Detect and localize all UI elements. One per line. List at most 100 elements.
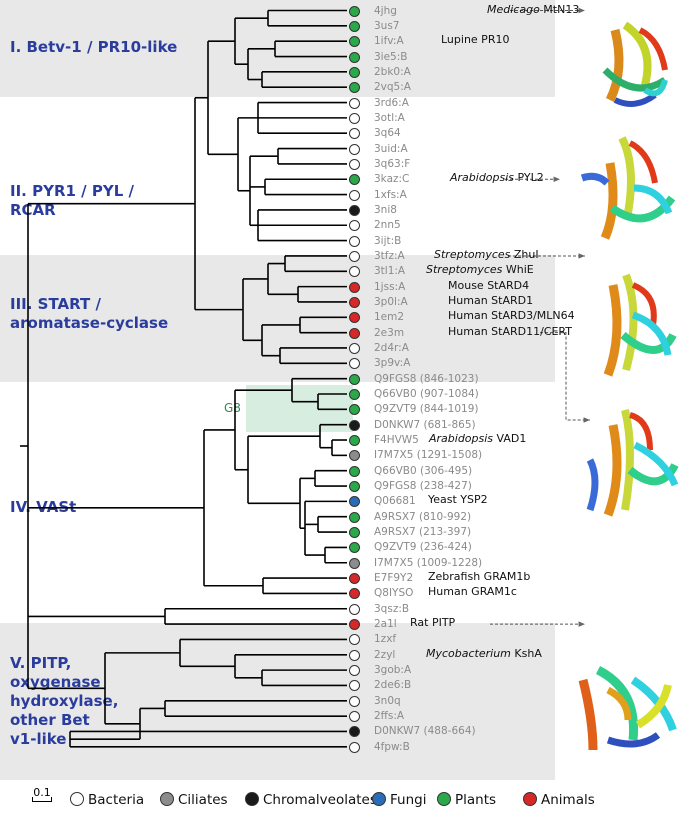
organism-dot (349, 189, 360, 201)
leaf-code: Q9ZVT9 (236-424) (374, 541, 472, 554)
leaf-description: Arabidopsis VAD1 (429, 432, 526, 446)
band-group-3 (0, 255, 555, 382)
legend-label: Bacteria (88, 792, 145, 808)
leaf-code: 2bk0:A (374, 65, 411, 78)
leaf-code: 2d4r:A (374, 341, 409, 354)
arrow-cert (540, 332, 590, 421)
leaf-code: Q9ZVT9 (844-1019) (374, 403, 479, 416)
leaf-description-text: Human StARD11/CERT (448, 324, 572, 338)
leaf-description-italic: Streptomyces (434, 247, 511, 261)
legend-dot (437, 792, 451, 806)
leaf-code: E7F9Y2 (374, 572, 414, 585)
organism-dot (349, 557, 360, 569)
arrow-mtn13-head (578, 7, 585, 14)
legend-label: Plants (455, 792, 497, 808)
leaf-description-text: Human GRAM1c (428, 585, 517, 599)
group-label-pitp: V. PITP, oxygenase hydroxylase, other Be… (10, 654, 119, 748)
leaf-description-text: Zebrafish GRAM1b (428, 570, 531, 584)
organism-dot (349, 204, 360, 216)
organism-dot (349, 174, 360, 186)
leaf-description-text: KshA (510, 646, 542, 660)
leaf-description-text: VAD1 (493, 432, 527, 446)
leaf-description-text: MtN13 (539, 2, 580, 16)
legend-label: Fungi (390, 792, 427, 808)
leaf-code: 3qsz:B (374, 602, 410, 615)
leaf-description: Arabidopsis PYL2 (450, 171, 544, 185)
leaf-code: 2de6:B (374, 679, 412, 692)
leaf-description: Yeast YSP2 (428, 493, 488, 507)
legend-dot (160, 792, 174, 806)
organism-dot (349, 542, 360, 554)
leaf-code: 4fpw:B (374, 740, 410, 753)
group-label-start: III. START / aromatase-cyclase (10, 295, 169, 332)
organism-dot (349, 634, 360, 646)
organism-dot (349, 327, 360, 339)
legend-dot (70, 792, 84, 806)
leaf-description-text: Human StARD1 (448, 293, 534, 307)
leaf-code: 3q63:F (374, 157, 411, 170)
leaf-code: 3kaz:C (374, 173, 410, 186)
leaf-description: Streptomyces ZhuI (434, 248, 539, 262)
leaf-code: 3n0q (374, 694, 401, 707)
legend-dot (245, 792, 259, 806)
organism-dot (349, 435, 360, 447)
leaf-code: 2e3m (374, 326, 405, 339)
leaf-code: 2vq5:A (374, 81, 411, 94)
organism-dot (349, 281, 360, 293)
organism-dot (349, 51, 360, 63)
leaf-code: I7M7X5 (1009-1228) (374, 556, 483, 569)
structure-pitp-image (578, 665, 677, 751)
g8-clade-label: G8 (224, 401, 241, 415)
leaf-description: Streptomyces WhiE (426, 263, 534, 277)
organism-dot (349, 481, 360, 493)
organism-dot (349, 235, 360, 247)
leaf-description: Mycobacterium KshA (426, 647, 542, 661)
organism-dot (349, 66, 360, 78)
organism-dot (349, 680, 360, 692)
organism-dot (349, 266, 360, 278)
organism-dot (349, 143, 360, 155)
structure-vast-image (586, 409, 679, 517)
arrow-zhui-head (578, 253, 585, 259)
leaf-description-italic: Mycobacterium (426, 646, 511, 660)
leaf-code: D0NKW7 (488-664) (374, 725, 476, 738)
leaf-code: Q66VB0 (907-1084) (374, 388, 479, 400)
leaf-code: A9RSX7 (810-992) (374, 510, 472, 523)
organism-dot (349, 419, 360, 431)
organism-dot (349, 342, 360, 354)
legend-item: Fungi (372, 792, 426, 808)
leaf-description-text: Yeast YSP2 (428, 493, 488, 507)
organism-dot (349, 465, 360, 477)
leaf-code: 3p9v:A (374, 357, 411, 370)
group-label-betv1: I. Betv-1 / PR10-like (10, 38, 178, 56)
legend-item: Plants (437, 792, 496, 808)
leaf-code: Q06681 (374, 495, 416, 508)
organism-dot (349, 450, 360, 462)
leaf-code: 3gob:A (374, 664, 412, 677)
organism-dot (349, 511, 360, 523)
organism-dot (349, 573, 360, 585)
legend-label: Animals (541, 792, 595, 808)
organism-dot (349, 358, 360, 370)
organism-dot (349, 665, 360, 677)
structure-mtn13-image (602, 21, 668, 107)
leaf-code: 2a1l (374, 618, 397, 631)
group-label-pyr1: II. PYR1 / PYL / RCAR (10, 182, 134, 219)
legend-dot (372, 792, 386, 806)
leaf-code: 2nn5 (374, 219, 401, 232)
leaf-description: Medicago MtN13 (487, 3, 579, 17)
leaf-code: D0NKW7 (681-865) (374, 418, 476, 431)
leaf-description-italic: Arabidopsis (429, 432, 494, 446)
leaf-code: Q9FGS8 (238-427) (374, 480, 472, 493)
legend-item: Bacteria (70, 792, 144, 808)
leaf-code: Q66VB0 (306-495) (374, 464, 473, 477)
leaf-description-text: Human StARD3/MLN64 (448, 309, 575, 323)
organism-dot (349, 603, 360, 615)
leaf-code: 3uid:A (374, 142, 408, 155)
leaf-code: 3otl:A (374, 111, 405, 124)
leaf-description: Human GRAM1c (428, 585, 517, 599)
organism-dot (349, 158, 360, 170)
organism-dot (349, 112, 360, 124)
